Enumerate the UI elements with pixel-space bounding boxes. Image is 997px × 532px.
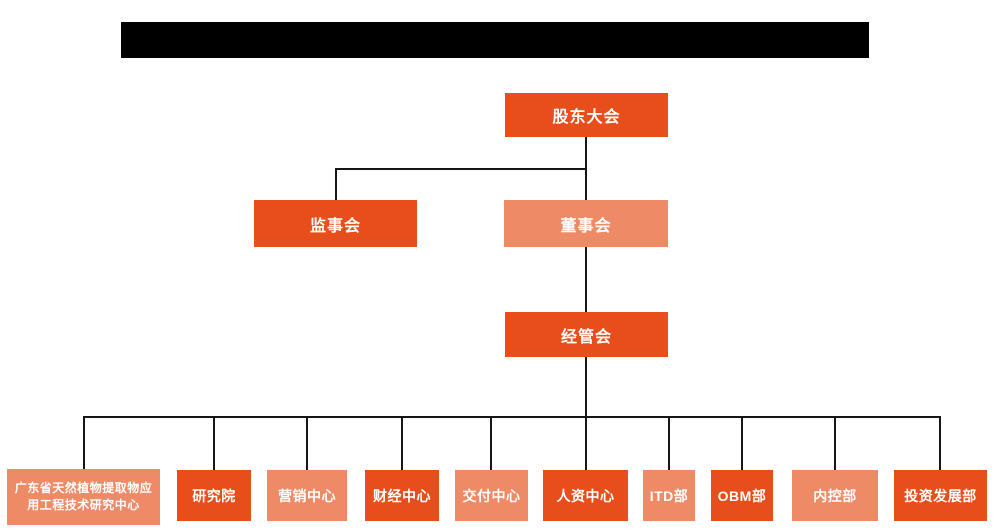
org-node-investment-development-department: 投资发展部 <box>894 470 987 521</box>
org-node-board-of-directors: 董事会 <box>504 200 668 247</box>
org-node-itd-department: ITD部 <box>643 470 695 521</box>
org-node-internal-control-department: 内控部 <box>792 470 878 521</box>
org-node-finance-center: 财经中心 <box>365 470 439 521</box>
connector-drop-internal-control <box>834 416 836 470</box>
org-node-shareholders-meeting: 股东大会 <box>505 93 668 137</box>
connector-drop-obm <box>741 416 743 470</box>
redacted-title-bar <box>121 22 869 58</box>
org-node-delivery-center: 交付中心 <box>455 470 528 521</box>
connector-drop-hr <box>585 416 587 470</box>
org-node-obm-department: OBM部 <box>711 470 773 521</box>
org-node-marketing-center: 营销中心 <box>267 470 347 521</box>
connector-drop-research-institute <box>213 416 215 470</box>
connector-level2-horizontal <box>335 168 587 170</box>
connector-supervisory-down <box>335 168 337 200</box>
connector-drop-finance <box>401 416 403 470</box>
connector-board-management <box>585 247 587 312</box>
org-node-hr-center: 人资中心 <box>543 470 628 521</box>
org-node-research-institute: 研究院 <box>177 470 251 521</box>
org-node-management-committee: 经管会 <box>505 312 668 357</box>
connector-department-rail <box>83 416 941 418</box>
org-node-guangdong-plant-extract-research-center: 广东省天然植物提取物应用工程技术研究中心 <box>7 469 160 525</box>
connector-drop-research-center <box>83 416 85 470</box>
connector-drop-investment <box>939 416 941 470</box>
connector-management-down <box>585 357 587 417</box>
connector-drop-marketing <box>306 416 308 470</box>
connector-drop-itd <box>668 416 670 470</box>
connector-drop-delivery <box>490 416 492 470</box>
org-node-supervisory-board: 监事会 <box>254 200 417 247</box>
